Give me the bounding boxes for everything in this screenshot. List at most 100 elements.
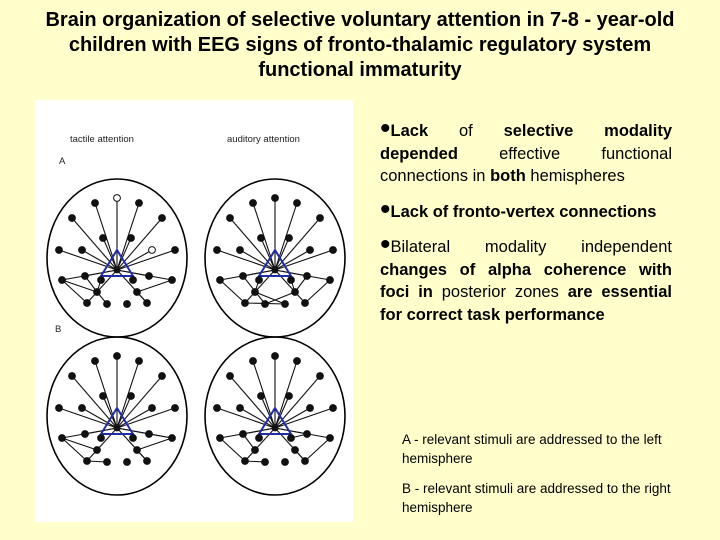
electrode-node — [133, 446, 141, 454]
electrode-node — [58, 434, 66, 442]
connection-line — [116, 269, 173, 281]
electrode-node — [281, 458, 289, 466]
connection-line — [102, 237, 118, 271]
electrode-node — [251, 288, 259, 296]
electrode-node — [55, 404, 63, 412]
note-b: B - relevant stimuli are addressed to th… — [402, 481, 671, 515]
electrode-node — [291, 446, 299, 454]
connection-line — [239, 249, 276, 271]
electrode-node — [316, 372, 324, 380]
electrode-node — [291, 288, 299, 296]
legend-notes: A - relevant stimuli are addressed to th… — [402, 430, 702, 528]
electrode-node — [83, 299, 91, 307]
connection-line — [260, 237, 276, 271]
electrode-node — [261, 458, 269, 466]
head-auditory-b-outline — [204, 336, 346, 496]
electrode-node — [113, 352, 121, 360]
coherence-diagram: tactile attention auditory attention A B — [46, 134, 346, 496]
electrode-node — [329, 246, 337, 254]
connection-line — [264, 291, 296, 305]
electrode-node — [255, 276, 263, 284]
electrode-node — [68, 214, 76, 222]
electrode-node — [306, 404, 314, 412]
electrode-node — [113, 194, 121, 202]
electrode-node — [316, 214, 324, 222]
electrode-node — [93, 288, 101, 296]
electrode-node — [158, 372, 166, 380]
electrode-node — [145, 272, 153, 280]
electrode-node — [81, 430, 89, 438]
electrode-node — [148, 404, 156, 412]
triangle-connection — [99, 406, 135, 435]
electrode-node — [303, 430, 311, 438]
electrode-node — [239, 430, 247, 438]
electrode-node — [326, 276, 334, 284]
connection-line — [274, 237, 290, 271]
slide-title: Brain organization of selective voluntar… — [45, 9, 675, 81]
electrode-node — [58, 276, 66, 284]
triangle-connection — [257, 248, 293, 277]
connection-line — [116, 395, 132, 429]
electrode-node — [68, 372, 76, 380]
electrode-node — [123, 458, 131, 466]
connection-line — [254, 291, 286, 305]
connection-line — [304, 437, 331, 462]
electrode-node — [81, 272, 89, 280]
electrode-node — [133, 288, 141, 296]
electrode-node — [158, 214, 166, 222]
connection-line — [116, 237, 132, 271]
bullet-item-2: •Lack of fronto-vertex connections — [380, 192, 657, 226]
electrode-node — [241, 457, 249, 465]
electrode-node — [216, 276, 224, 284]
connection-line — [61, 437, 88, 462]
electrode-node — [306, 246, 314, 254]
electrode-node — [213, 246, 221, 254]
electrode-node — [329, 404, 337, 412]
electrode-node — [168, 276, 176, 284]
connection-line — [242, 269, 276, 277]
electrode-node — [171, 404, 179, 412]
electrode-node — [293, 357, 301, 365]
electrode-node — [127, 234, 135, 242]
electrode-node — [241, 299, 249, 307]
electrode-node — [135, 357, 143, 365]
electrode-node — [249, 357, 257, 365]
electrode-node — [257, 392, 265, 400]
electrode-node — [113, 266, 121, 274]
electrode-node — [226, 372, 234, 380]
bullet-dot-icon: • — [380, 192, 391, 226]
triangle-connection — [99, 248, 135, 277]
electrode-node — [97, 276, 105, 284]
connection-line — [116, 249, 153, 271]
bullet-dot-icon: • — [380, 228, 391, 261]
electrode-node — [55, 246, 63, 254]
note-a: A - relevant stimuli are addressed to th… — [402, 432, 662, 466]
electrode-node — [97, 434, 105, 442]
electrode-node — [145, 430, 153, 438]
connection-line — [84, 427, 118, 435]
connection-line — [274, 395, 290, 429]
connection-line — [274, 407, 311, 429]
panel-label-a: A — [59, 156, 66, 167]
connection-line — [136, 279, 173, 293]
bullet-list: •Lack of selective modality depended eff… — [380, 112, 672, 339]
electrode-node — [216, 434, 224, 442]
electrode-node — [293, 199, 301, 207]
connection-line — [61, 279, 88, 304]
electrode-node — [239, 272, 247, 280]
electrode-node — [168, 434, 176, 442]
electrode-node — [261, 300, 269, 308]
bullet-item-1: •Lack of selective modality depended eff… — [380, 112, 672, 186]
connection-line — [274, 269, 331, 281]
electrode-node — [113, 424, 121, 432]
connection-line — [260, 395, 276, 429]
electrode-node — [99, 234, 107, 242]
electrode-node — [281, 300, 289, 308]
coherence-diagram-panel: tactile attention auditory attention A B — [35, 100, 353, 522]
electrode-node — [148, 246, 156, 254]
electrode-node — [255, 434, 263, 442]
bullet-item-3: •Bilateral modality independent changes … — [380, 228, 672, 324]
electrode-node — [129, 276, 137, 284]
electrode-node — [271, 266, 279, 274]
electrode-node — [78, 404, 86, 412]
